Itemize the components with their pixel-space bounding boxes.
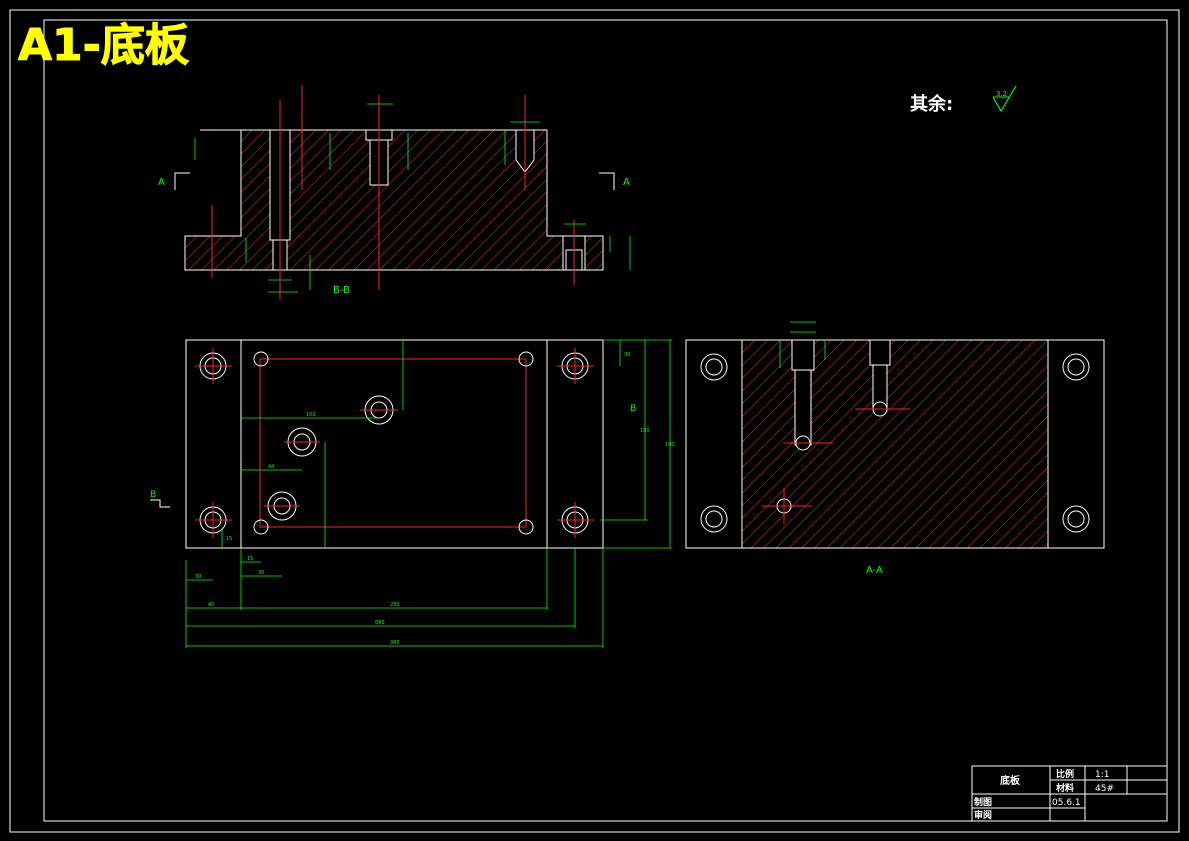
section-bb-view: B-B A A bbox=[158, 85, 631, 300]
section-bb-hatch bbox=[184, 129, 604, 271]
title-block-scale-value: 1:1 bbox=[1095, 770, 1109, 780]
title-block-material-value: 45# bbox=[1095, 784, 1114, 794]
section-bb-label: B-B bbox=[333, 285, 350, 296]
section-bb-cut-left: A bbox=[158, 177, 165, 188]
section-bb-cut-right: A bbox=[623, 177, 630, 188]
sheet-title: A1-底板 bbox=[18, 20, 189, 71]
outer-frame bbox=[9, 9, 1180, 833]
dim-bottom-4: 380 bbox=[390, 640, 400, 646]
title-block-drawn-date: 05.6.1 bbox=[1052, 798, 1081, 808]
title-block-part-name: 底板 bbox=[1000, 774, 1021, 787]
top-view-outline bbox=[185, 339, 604, 549]
dim-left-2: 30 bbox=[258, 570, 264, 576]
dim-mid-1: 44 bbox=[268, 464, 274, 470]
title-block-material-label: 材料 bbox=[1055, 782, 1074, 794]
roughness-symbol-icon bbox=[992, 85, 1017, 113]
inner-frame bbox=[43, 19, 1168, 822]
title-block-scale-label: 比例 bbox=[1056, 768, 1074, 780]
surface-note-label: 其余: bbox=[910, 93, 953, 115]
pocket-outline bbox=[259, 358, 527, 528]
dim-right-3: 190 bbox=[665, 442, 675, 448]
surface-roughness-value: 3.2 bbox=[996, 90, 1007, 98]
dim-left-3: 15 bbox=[247, 556, 253, 562]
section-aa-view: A-A bbox=[685, 321, 1105, 576]
title-block-drawn-label: 制图 bbox=[974, 796, 992, 808]
section-aa-hatch bbox=[741, 339, 1049, 549]
dim-left-1: 30 bbox=[195, 574, 201, 580]
dim-left-4: 15 bbox=[226, 536, 232, 542]
dim-bottom-3: 680 bbox=[375, 620, 385, 626]
dim-right-2: 180 bbox=[640, 428, 650, 434]
dim-right-1: 30 bbox=[624, 352, 630, 358]
corner-hole-icon bbox=[199, 352, 589, 534]
dim-bottom-2: 280 bbox=[390, 602, 400, 608]
top-view: 40 280 680 380 30 30 15 15 44 100 30 180… bbox=[150, 339, 675, 648]
top-view-cut-mark-right: B bbox=[630, 404, 636, 414]
dim-bottom-1: 40 bbox=[208, 602, 214, 608]
top-view-cut-mark: B bbox=[150, 490, 156, 500]
title-block-checked-label: 审阅 bbox=[974, 809, 992, 821]
section-aa-label: A-A bbox=[866, 565, 883, 576]
dim-mid-2: 100 bbox=[306, 412, 316, 418]
title-block bbox=[971, 765, 1168, 822]
